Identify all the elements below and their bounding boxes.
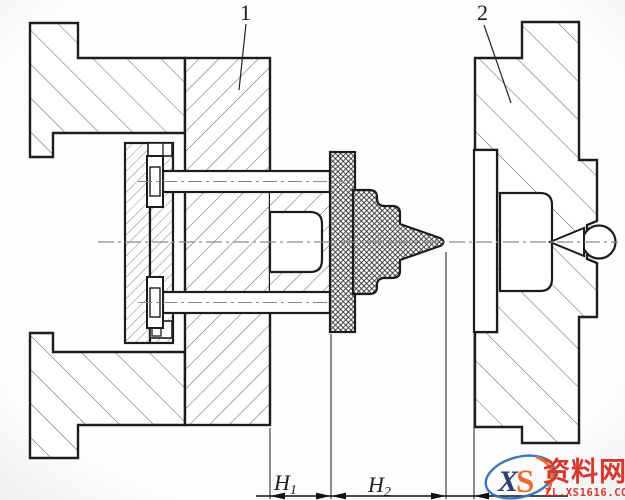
dimension-arrow-left-h1 [270,492,285,500]
dimension-arrow-right-h2 [431,492,446,500]
dimension-arrow-left-h3 [474,492,489,500]
watermark-logo-s: S [516,464,534,500]
dimension-arrow-left-h2 [331,492,346,500]
dim-label-h2: H2 [367,472,391,500]
watermark-logo-swoosh [535,455,554,494]
dimension-arrow-right-h1 [316,492,331,500]
part-label-1: 1 [240,0,251,25]
fixed-plate-insert-strip [472,148,499,334]
watermark-logo-ellipse [484,454,556,500]
watermark-logo-x: X [497,465,519,498]
part-label-2: 2 [477,0,488,25]
watermark-site-name: 资料网 [543,457,625,488]
leader-line-2 [483,24,512,104]
leader-line-1 [238,23,247,91]
dim-label-h1: H1 [273,470,297,498]
retainer-screw-top [147,142,173,157]
ejector-plate-front [123,141,152,345]
watermark: X S 资料网 ZL.XS1616.COM [484,454,625,500]
watermark-site-url: ZL.XS1616.COM [545,487,625,499]
